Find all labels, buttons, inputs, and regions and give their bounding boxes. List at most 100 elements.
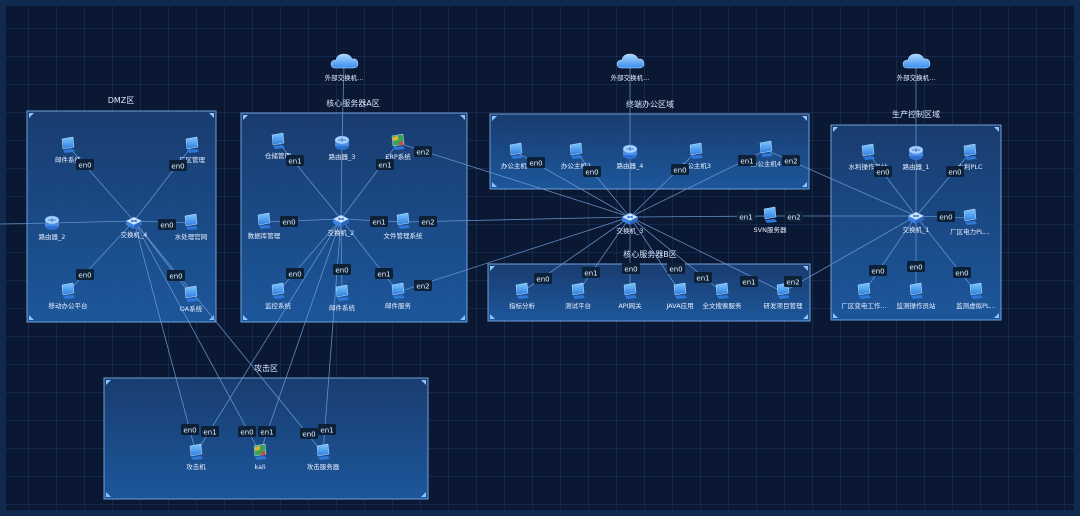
node-p-op[interactable]: 监测操作员站	[897, 282, 937, 310]
port-label-text: en0	[78, 162, 91, 170]
node-router4[interactable]: 路由器_4	[617, 144, 644, 170]
node-p-elec[interactable]: 厂区变电工作...	[841, 282, 887, 310]
port-label-bg	[874, 166, 892, 177]
node-b-metric[interactable]: 指标分析	[509, 282, 536, 310]
network-link	[575, 151, 631, 218]
port-label-text: en2	[786, 279, 799, 287]
node-a-file[interactable]: 文件管理系统	[384, 212, 424, 240]
node-o-pc4[interactable]: 办公主机4	[751, 140, 781, 168]
node-label: 办公主机2	[561, 161, 591, 170]
node-sw4[interactable]: 交换机_4	[121, 216, 148, 239]
port-label-bg	[238, 426, 256, 437]
port-label-text: en2	[784, 158, 797, 166]
zone-coreB[interactable]: 核心服务器B区	[487, 249, 811, 322]
zone-office[interactable]: 终端办公区域	[489, 99, 810, 190]
node-label: 邮件服务	[385, 301, 412, 310]
port-label-bg	[300, 428, 318, 439]
node-label: 数据库管理	[248, 231, 281, 240]
node-o-pc1[interactable]: 办公主机1	[501, 142, 531, 170]
network-link	[867, 152, 917, 217]
port-label: en0	[869, 265, 887, 276]
node-a-db[interactable]: 数据库管理	[248, 212, 281, 240]
node-p-power[interactable]: 厂区电力PL...	[950, 208, 990, 236]
port-label: en0	[671, 164, 689, 175]
node-label: 交换机_3	[617, 226, 644, 235]
port-label-text: en2	[787, 214, 800, 222]
port-label-bg	[376, 159, 394, 170]
node-b-api[interactable]: API网关	[618, 282, 642, 310]
node-label: 指标分析	[509, 301, 536, 310]
node-dmz-oa[interactable]: OA系统	[180, 285, 203, 313]
port-label-text: en0	[955, 270, 968, 278]
zone-corner-marker	[492, 182, 497, 187]
port-label-text: en1	[203, 429, 216, 437]
node-p-plc2[interactable]: 监测虚拟PL...	[956, 282, 996, 310]
port-label: en1	[258, 426, 276, 437]
node-a-erp[interactable]: ERP系统	[385, 133, 411, 161]
computer-icon	[184, 285, 198, 299]
node-ext1[interactable]: 外部交换机...	[325, 53, 364, 82]
port-label-text: en0	[939, 214, 952, 222]
port-label: en1	[375, 268, 393, 279]
node-a-mailsvc[interactable]: 邮件服务	[385, 282, 412, 310]
computer-icon	[569, 142, 583, 156]
node-p-plc[interactable]: 水利PLC	[957, 143, 983, 171]
node-label: 攻击服务器	[307, 462, 340, 471]
computer-icon	[185, 136, 199, 150]
computer-icon	[969, 282, 983, 296]
node-dmz-mobile[interactable]: 移动办公平台	[49, 282, 88, 310]
node-label: 厂区管理	[179, 155, 206, 164]
node-sw2[interactable]: 交换机_2	[328, 214, 355, 237]
port-label: en0	[937, 211, 955, 222]
node-a-mail[interactable]: 邮件系统	[329, 284, 356, 312]
computer-icon	[335, 284, 349, 298]
port-label: en0	[76, 269, 94, 280]
network-link	[133, 220, 261, 454]
network-link	[340, 142, 399, 220]
node-o-pc2[interactable]: 办公主机2	[561, 142, 591, 170]
node-atk-srv[interactable]: 攻击服务器	[307, 443, 340, 471]
node-b-java[interactable]: JAVA应用	[665, 282, 694, 310]
node-atk1[interactable]: 攻击机	[186, 443, 206, 471]
port-label: en2	[414, 146, 432, 157]
port-label-bg	[76, 159, 94, 170]
port-label-text: en1	[378, 162, 391, 170]
node-label: 文件管理系统	[384, 231, 424, 240]
zone-attack[interactable]: 攻击区	[103, 363, 429, 500]
node-b-search[interactable]: 全文搜索服务	[703, 282, 743, 310]
node-ext2[interactable]: 外部交换机...	[611, 53, 650, 82]
node-o-pc3[interactable]: 办公主机3	[681, 142, 711, 170]
node-b-test[interactable]: 测试平台	[565, 282, 591, 310]
zone-corner-marker	[209, 315, 214, 320]
port-label: en1	[376, 159, 394, 170]
computer-icon	[963, 208, 977, 222]
node-dmz-router[interactable]: 路由器_2	[39, 215, 66, 241]
node-router1[interactable]: 路由器_1	[903, 145, 930, 171]
node-kali[interactable]: kali	[253, 443, 267, 471]
network-link	[0, 222, 53, 225]
port-label-text: en1	[260, 429, 273, 437]
port-label-text: en0	[585, 169, 598, 177]
node-sw1[interactable]: 交换机_1	[903, 211, 930, 234]
node-a-store[interactable]: 仓储管理	[265, 132, 292, 160]
node-svn[interactable]: SVN服务器	[754, 206, 787, 234]
port-label-text: en0	[673, 167, 686, 175]
port-label-bg	[937, 211, 955, 222]
node-p-water[interactable]: 水利操作员站	[849, 143, 889, 171]
node-ext3[interactable]: 外部交换机...	[897, 53, 936, 82]
node-router3[interactable]: 路由器_3	[329, 135, 356, 161]
port-label-text: en1	[377, 271, 390, 279]
node-dmz-water[interactable]: 水处理官网	[175, 213, 208, 241]
port-label-text: en1	[739, 214, 752, 222]
node-dmz-sys[interactable]: 邮件系统	[55, 136, 82, 164]
port-label-bg	[333, 264, 351, 275]
port-label-bg	[258, 426, 276, 437]
node-a-monitor[interactable]: 监控系统	[265, 282, 292, 310]
node-label: 办公主机1	[501, 161, 531, 170]
zone-frame	[103, 377, 429, 500]
node-dmz-mgr[interactable]: 厂区管理	[179, 136, 206, 164]
port-label-bg	[953, 267, 971, 278]
zone-corner-marker	[833, 313, 838, 318]
node-sw3[interactable]: 交换机_3	[617, 212, 644, 235]
